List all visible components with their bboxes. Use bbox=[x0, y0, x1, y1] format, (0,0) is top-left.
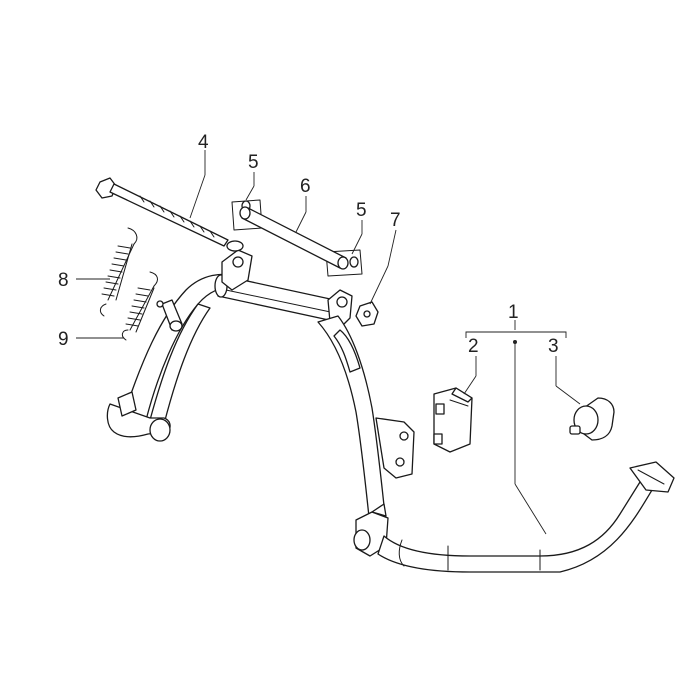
spacer-tube bbox=[239, 206, 349, 270]
callout-8: 8 bbox=[58, 270, 69, 291]
callout-5-left: 5 bbox=[248, 152, 259, 173]
callout-3: 3 bbox=[548, 336, 559, 357]
callout-labels: 1 2 3 4 5 5 6 7 8 9 bbox=[58, 132, 559, 357]
rubber-pad bbox=[433, 387, 473, 453]
callout-5-right: 5 bbox=[356, 200, 367, 221]
return-spring-lower bbox=[121, 271, 158, 341]
rubber-buffer bbox=[569, 397, 615, 441]
callout-4: 4 bbox=[198, 132, 209, 153]
return-spring-upper bbox=[99, 227, 138, 317]
callout-2: 2 bbox=[468, 336, 479, 357]
long-bolt bbox=[95, 177, 244, 252]
callout-9: 9 bbox=[58, 329, 69, 350]
spring-pin bbox=[156, 299, 183, 332]
bushing-right bbox=[325, 249, 363, 277]
main-stand-frame bbox=[106, 249, 675, 573]
leader-lines bbox=[76, 150, 581, 535]
callout-6: 6 bbox=[300, 176, 311, 197]
callout-7: 7 bbox=[390, 210, 401, 231]
lock-nut bbox=[355, 301, 379, 327]
callout-1: 1 bbox=[508, 302, 519, 323]
